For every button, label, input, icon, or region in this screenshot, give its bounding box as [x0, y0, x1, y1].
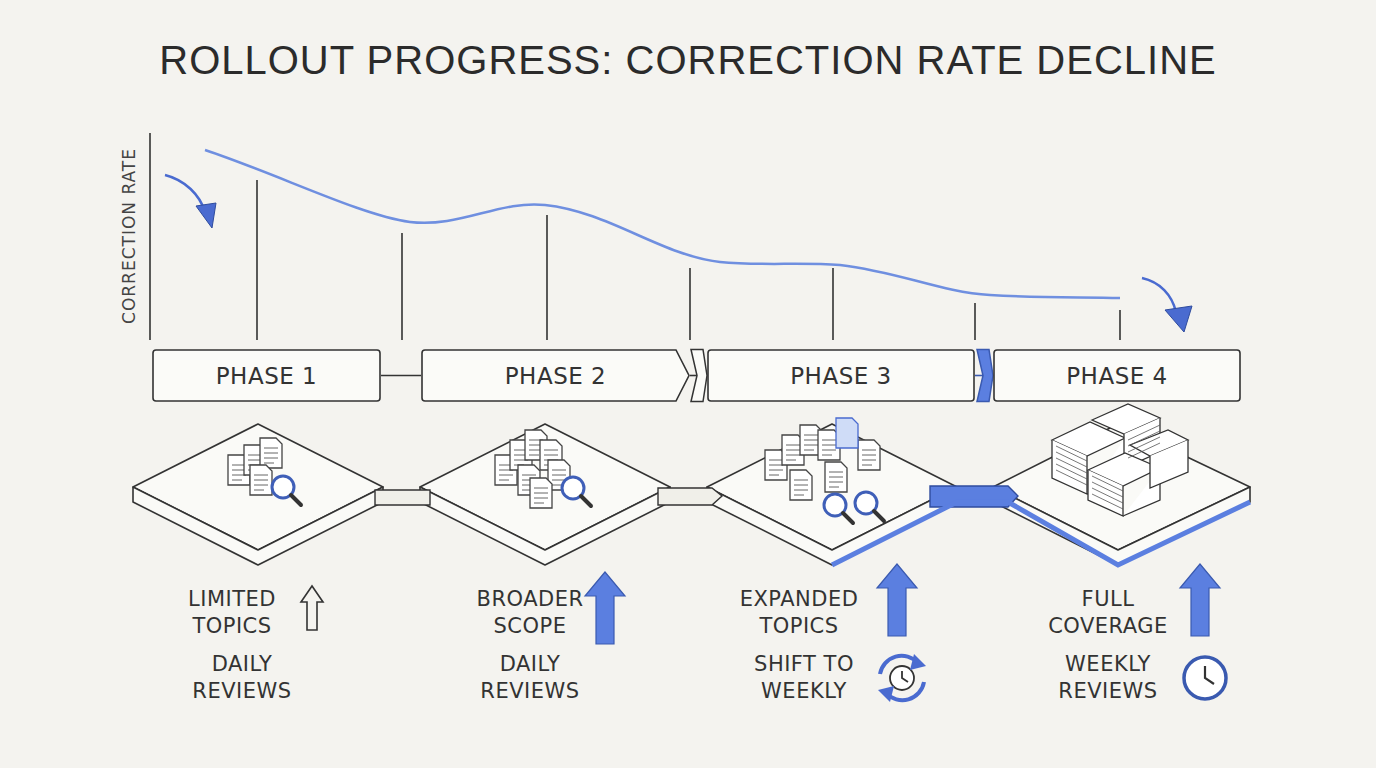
phase-label: PHASE 3: [790, 363, 891, 389]
phase-note: WEEKLY REVIEWS: [1038, 651, 1178, 705]
phase-note: SHIFT TO WEEKLY: [724, 651, 884, 705]
phase-note: LIMITED TOPICS: [172, 586, 292, 640]
phase-note: EXPANDED TOPICS: [724, 586, 874, 640]
phase-box: PHASE 1: [152, 349, 381, 402]
phase-note: DAILY REVIEWS: [455, 651, 605, 705]
phase-connector: [690, 350, 707, 402]
phase-connector: [975, 350, 993, 402]
phase-label: PHASE 2: [505, 363, 606, 389]
phase-label: PHASE 4: [1066, 363, 1167, 389]
phase-box: PHASE 3: [707, 349, 975, 402]
phase-box: PHASE 2: [421, 349, 690, 402]
phase-note: FULL COVERAGE: [1038, 586, 1178, 640]
phase-connector: [381, 375, 421, 376]
axis-label: CORRECTION RATE: [119, 148, 139, 324]
phase-note: BROADER SCOPE: [455, 586, 605, 640]
phase-box: PHASE 4: [993, 349, 1241, 402]
phase-note: DAILY REVIEWS: [172, 651, 312, 705]
diagram-title: ROLLOUT PROGRESS: CORRECTION RATE DECLIN…: [0, 38, 1376, 83]
phase-label: PHASE 1: [216, 363, 317, 389]
